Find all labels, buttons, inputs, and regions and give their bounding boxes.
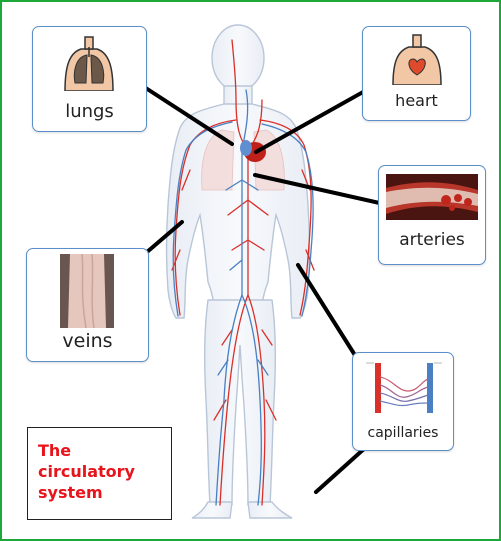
veins-label: veins xyxy=(27,330,148,352)
diagram-title-box: The circulatory system xyxy=(27,427,172,520)
title-line-3: system xyxy=(38,482,135,503)
connector-capillaries-upper xyxy=(298,265,358,360)
heart-label: heart xyxy=(363,91,470,110)
body-outline xyxy=(167,25,310,518)
lungs-card: lungs xyxy=(32,26,147,132)
title-line-2: circulatory xyxy=(38,461,135,482)
lungs-label: lungs xyxy=(33,101,146,122)
capillaries-card: capillaries xyxy=(352,352,454,451)
artery-photo xyxy=(386,174,478,220)
arteries-card: arteries xyxy=(378,165,486,265)
lungs-torso-icon xyxy=(59,33,119,91)
heart-torso-icon xyxy=(389,33,445,85)
capillary-diagram xyxy=(362,357,444,417)
title-line-1: The xyxy=(38,440,135,461)
connector-capillaries-lower xyxy=(316,448,365,492)
capillaries-label: capillaries xyxy=(353,425,453,441)
arteries-label: arteries xyxy=(379,230,485,250)
veins-card: veins xyxy=(26,248,149,362)
vein-arm-photo xyxy=(60,254,114,328)
heart-card: heart xyxy=(362,26,471,121)
